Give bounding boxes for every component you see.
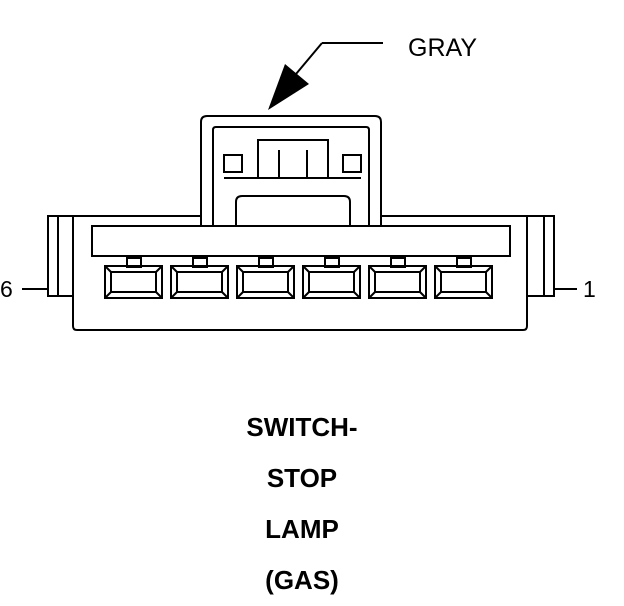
terminal-cavity <box>434 257 493 299</box>
left-flange <box>47 215 73 297</box>
caption-line: (GAS) <box>265 565 339 595</box>
pin-number-left: 6 <box>0 276 13 302</box>
caption-line: SWITCH- <box>246 412 358 442</box>
latch-step <box>235 195 351 226</box>
terminal-cavity <box>104 257 163 299</box>
component-caption: SWITCH- STOP LAMP (GAS) <box>0 402 604 606</box>
caption-line: STOP <box>266 463 338 493</box>
wire-color-label: GRAY <box>408 34 477 62</box>
latch-left-tab <box>223 154 243 173</box>
caption-line: LAMP <box>265 514 339 544</box>
terminal-cavity <box>236 257 295 299</box>
latch-housing-outer <box>200 115 382 226</box>
right-flange <box>527 215 555 297</box>
connector-body <box>72 216 528 331</box>
callout-arrowhead <box>268 64 309 110</box>
latch-right-tab <box>342 154 362 173</box>
terminal-cavity <box>302 257 361 299</box>
terminal-channel <box>91 225 511 257</box>
latch-center-block <box>257 139 329 178</box>
terminal-cavity <box>368 257 427 299</box>
latch-housing-inner <box>212 126 370 226</box>
terminal-cavity <box>170 257 229 299</box>
pin-number-right: 1 <box>583 276 596 302</box>
